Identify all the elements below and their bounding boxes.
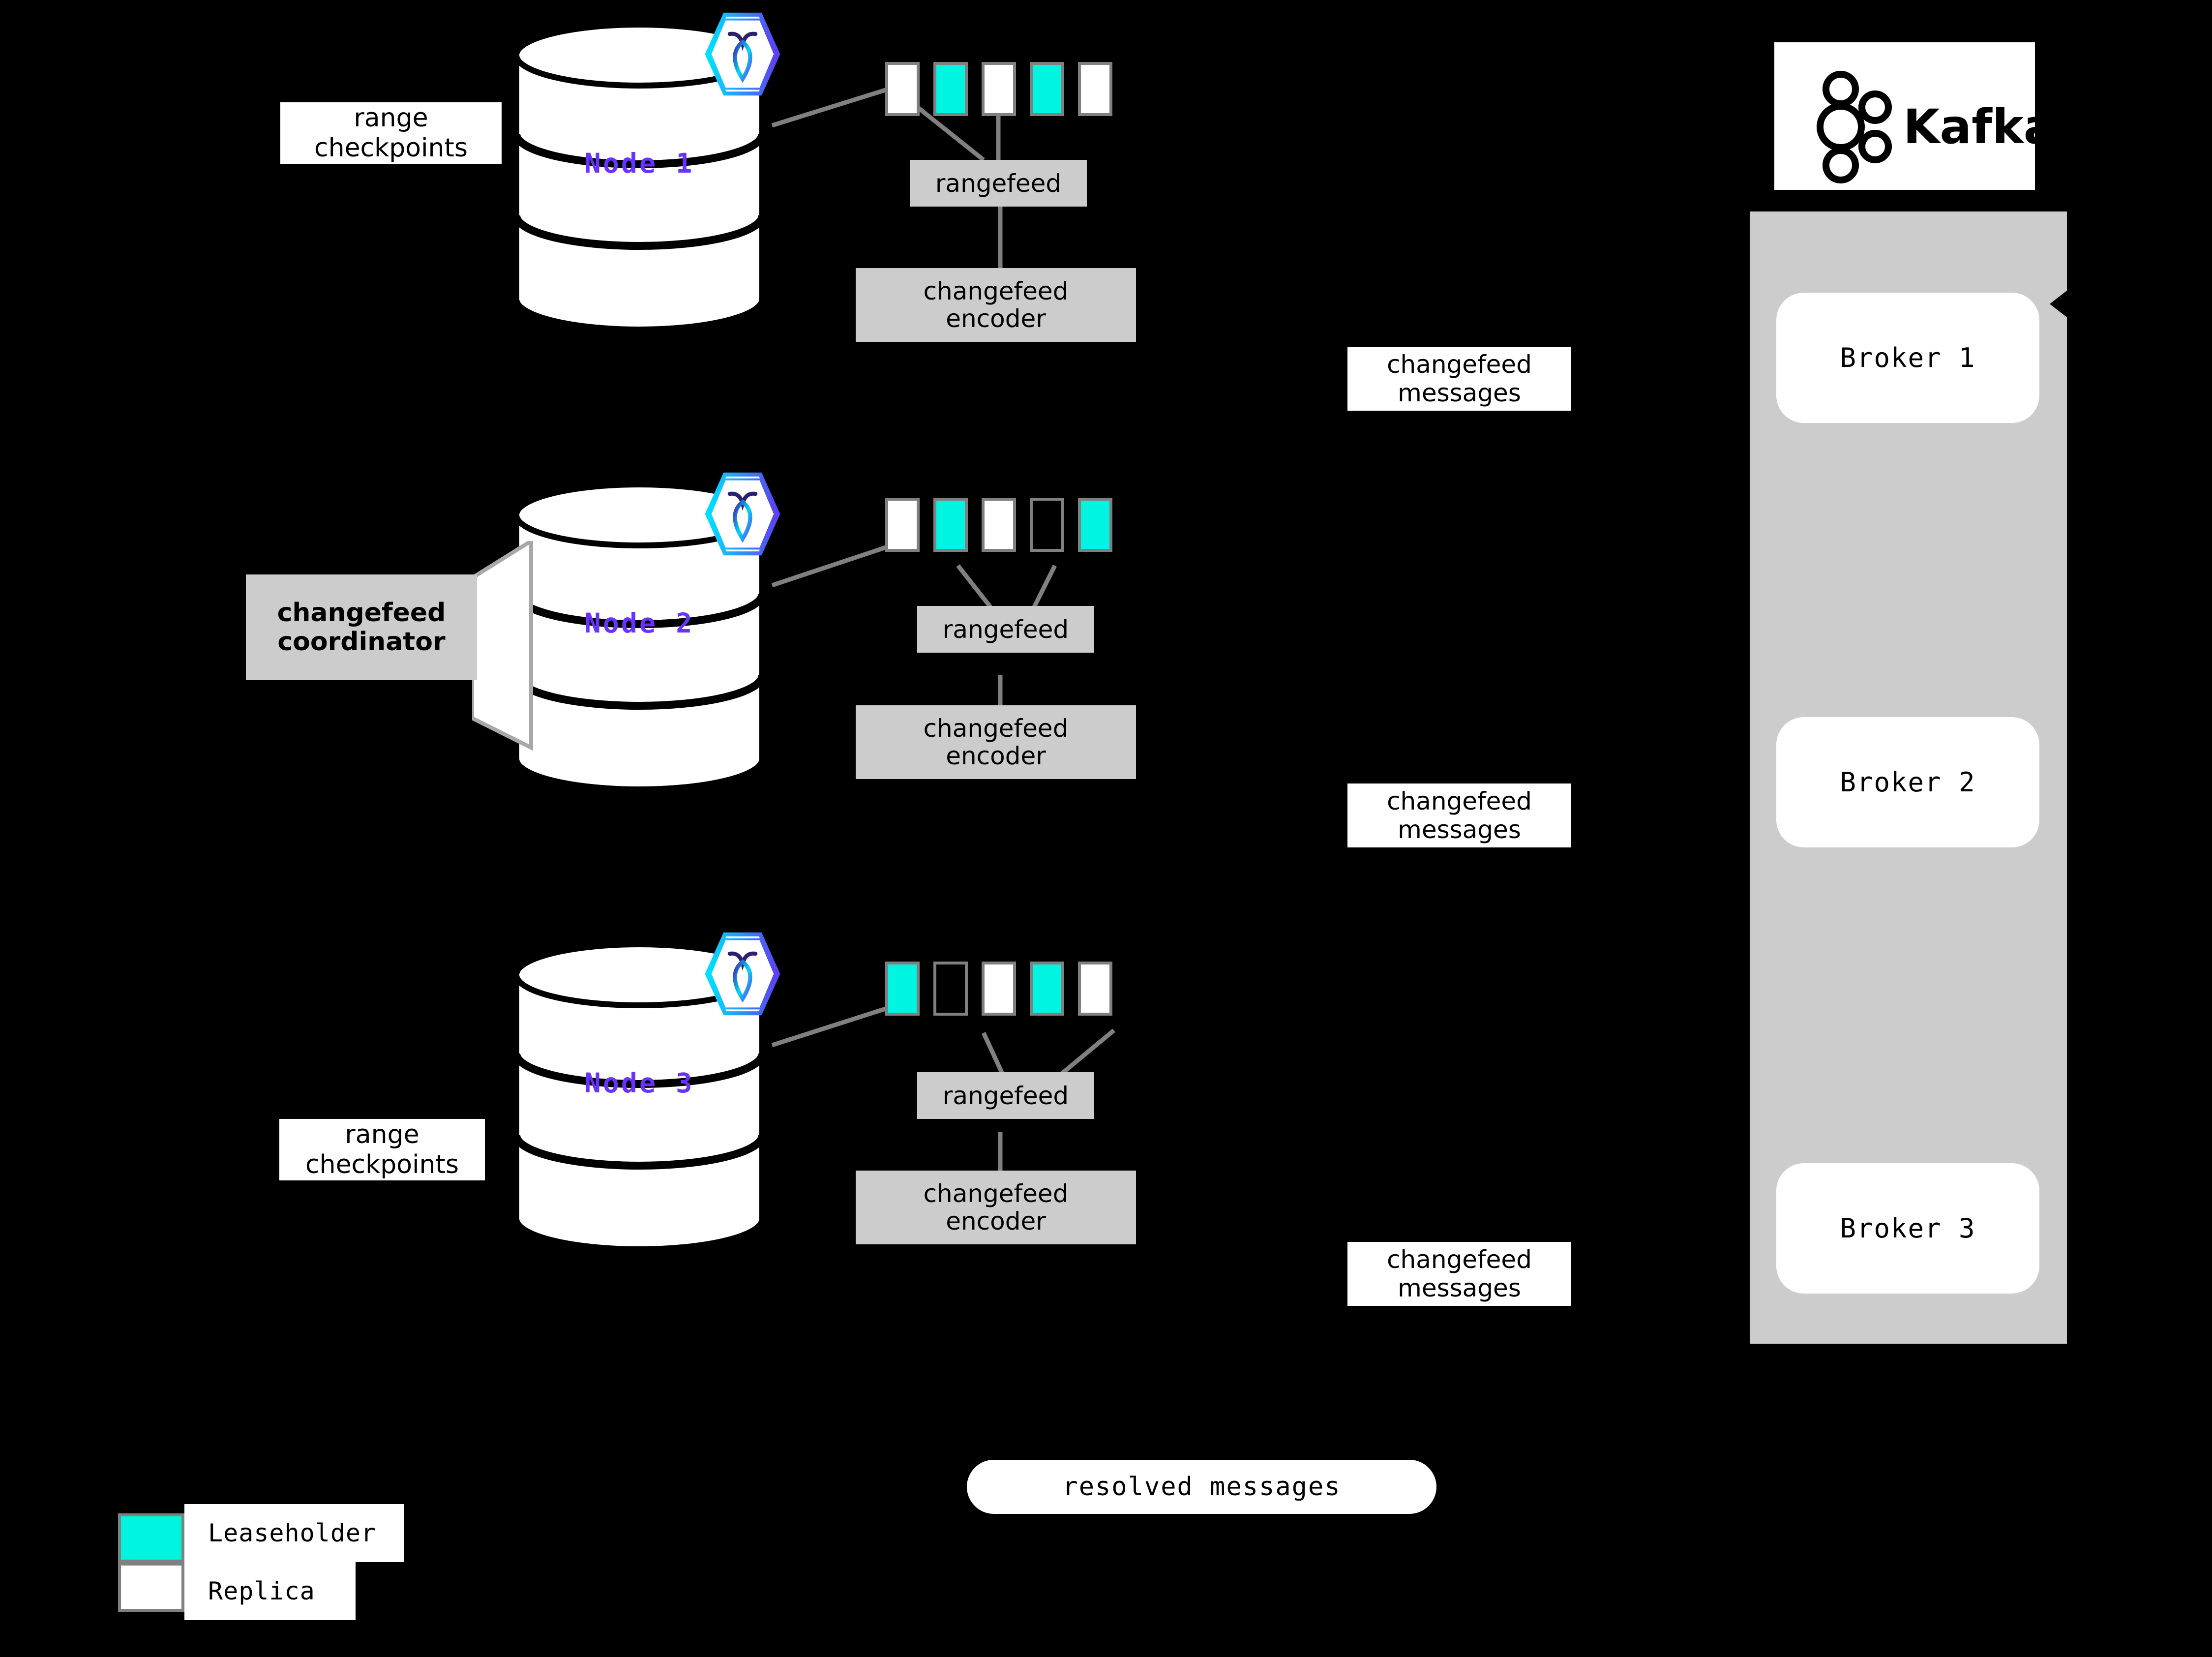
kafka-wordmark: Kafka xyxy=(1903,99,2035,154)
cf-msg-line-2: messages xyxy=(1398,815,1521,844)
node-2-changefeed-encoder-box[interactable]: changefeed encoder xyxy=(856,705,1136,779)
changefeed-coordinator-box[interactable]: changefeed coordinator xyxy=(246,574,477,680)
range-checkpoints-label-bottom: range checkpoints xyxy=(279,1119,485,1180)
range-box-empty[interactable] xyxy=(933,962,968,1016)
cf-msg-line-1: changefeed xyxy=(1387,1245,1532,1274)
range-box-leaseholder[interactable] xyxy=(933,498,968,552)
broker-box-1[interactable]: Broker 1 xyxy=(1776,293,2039,423)
coordinator-line-1: changefeed xyxy=(277,598,446,628)
encoder-line-2: encoder xyxy=(946,742,1046,770)
encoder-line-1: changefeed xyxy=(923,1179,1069,1208)
changefeed-messages-label-2: changefeed messages xyxy=(1347,783,1571,847)
node-3-changefeed-encoder-box[interactable]: changefeed encoder xyxy=(856,1171,1136,1244)
encoder-line-2: encoder xyxy=(946,1207,1046,1235)
range-box-replica[interactable] xyxy=(885,62,920,116)
legend-swatch-replica xyxy=(118,1563,184,1612)
node-1-label: Node 1 xyxy=(584,148,694,179)
node-2-rangefeed-box[interactable]: rangefeed xyxy=(917,606,1094,653)
coordinator-line-2: coordinator xyxy=(277,627,446,657)
checkpoints-line-2: checkpoints xyxy=(314,133,468,163)
resolved-messages-pill[interactable]: resolved messages xyxy=(967,1460,1436,1514)
node-1-rangefeed-box[interactable]: rangefeed xyxy=(910,160,1087,207)
node-3-rangefeed-box[interactable]: rangefeed xyxy=(917,1072,1094,1119)
range-box-leaseholder[interactable] xyxy=(1030,962,1064,1016)
cockroachdb-logo-icon xyxy=(701,930,784,1018)
encoder-line-1: changefeed xyxy=(923,714,1069,743)
cf-msg-line-2: messages xyxy=(1398,379,1521,407)
cf-msg-line-1: changefeed xyxy=(1387,350,1532,379)
range-box-replica[interactable] xyxy=(982,62,1016,116)
changefeed-messages-label-1: changefeed messages xyxy=(1347,347,1571,411)
node-1-cylinder: Node 1 xyxy=(511,22,767,332)
kafka-logo-box: Kafka xyxy=(1774,42,2056,190)
range-box-replica[interactable] xyxy=(1078,962,1112,1016)
legend-label-replica: Replica xyxy=(184,1562,356,1620)
range-box-replica[interactable] xyxy=(885,498,920,552)
encoder-line-1: changefeed xyxy=(923,277,1069,305)
node-2-cylinder: Node 2 xyxy=(511,482,767,792)
legend-label-leaseholder: Leaseholder xyxy=(184,1504,404,1562)
cylinder-shape xyxy=(512,22,766,332)
checkpoints-line-1: range xyxy=(354,103,428,133)
kafka-inbound-arrowhead xyxy=(2050,290,2067,318)
cf-msg-line-2: messages xyxy=(1398,1274,1521,1302)
range-box-replica[interactable] xyxy=(982,962,1016,1016)
broker-box-3[interactable]: Broker 3 xyxy=(1776,1163,2039,1294)
range-box-leaseholder[interactable] xyxy=(933,62,968,116)
node-3-cylinder: Node 3 xyxy=(511,941,767,1252)
legend-swatch-leaseholder xyxy=(118,1513,184,1563)
node-3-label: Node 3 xyxy=(584,1067,694,1099)
cockroachdb-logo-icon xyxy=(701,10,784,98)
checkpoints-line-1: range xyxy=(345,1120,419,1150)
range-box-empty[interactable] xyxy=(1030,498,1064,552)
cockroachdb-logo-icon xyxy=(701,470,784,558)
range-box-replica[interactable] xyxy=(1078,62,1112,116)
range-checkpoints-label-top: range checkpoints xyxy=(280,102,502,164)
cylinder-shape xyxy=(512,941,766,1252)
range-box-leaseholder[interactable] xyxy=(1030,62,1064,116)
changefeed-messages-label-3: changefeed messages xyxy=(1347,1242,1571,1306)
node-2-label: Node 2 xyxy=(584,607,694,639)
checkpoints-line-2: checkpoints xyxy=(305,1149,459,1179)
cf-msg-line-1: changefeed xyxy=(1387,787,1532,815)
node-1-changefeed-encoder-box[interactable]: changefeed encoder xyxy=(856,268,1136,342)
broker-box-2[interactable]: Broker 2 xyxy=(1776,717,2039,847)
coordinator-tab-3d xyxy=(470,537,551,753)
range-box-leaseholder[interactable] xyxy=(885,962,920,1016)
range-box-leaseholder[interactable] xyxy=(1078,498,1112,552)
range-box-replica[interactable] xyxy=(982,498,1016,552)
cylinder-shape xyxy=(512,482,766,792)
encoder-line-2: encoder xyxy=(946,304,1046,333)
